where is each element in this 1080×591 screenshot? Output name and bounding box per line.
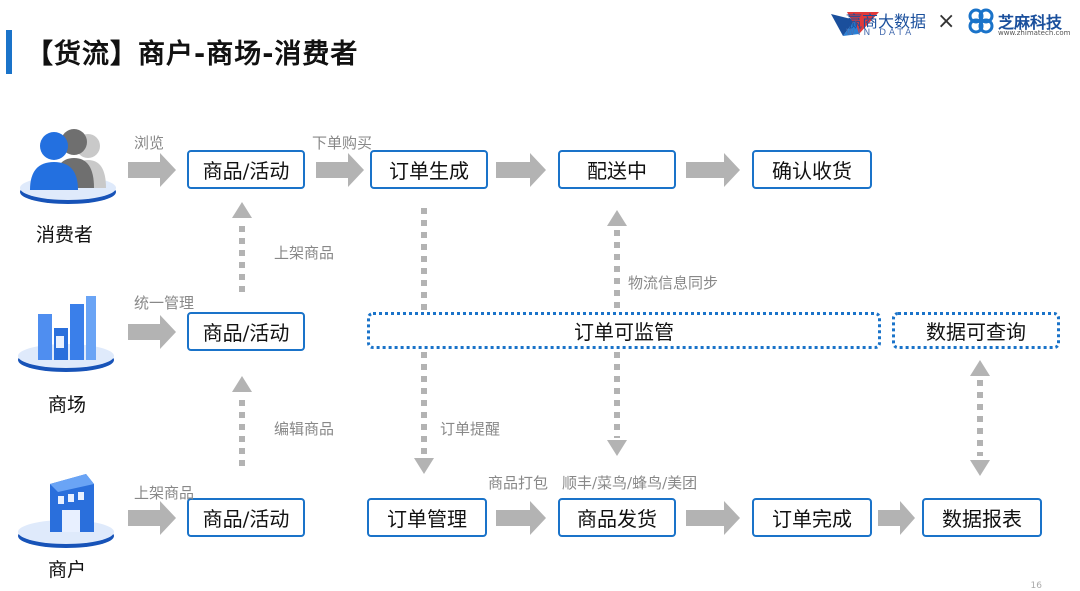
page-number: 16 (1030, 581, 1042, 591)
box-goods-shipping: 商品发货 (558, 498, 676, 537)
box-order-created: 订单生成 (370, 150, 488, 189)
box-order-management: 订单管理 (367, 498, 487, 537)
label-couriers: 顺丰/菜鸟/蜂鸟/美团 (562, 474, 698, 492)
box-delivering: 配送中 (558, 150, 676, 189)
arrow-up-head-1 (232, 202, 252, 218)
page-title: 【货流】商户-商场-消费者 (26, 39, 359, 70)
label-logistics-sync: 物流信息同步 (628, 274, 719, 292)
zhima-logo-name: 芝麻科技 (998, 13, 1063, 32)
arrow-down-head-order (414, 458, 434, 474)
box-confirm-receipt: 确认收货 (752, 150, 872, 189)
logo-separator: × (937, 9, 956, 34)
role-consumer: 消费者 (36, 224, 94, 246)
zhima-logo-url: www.zhimatech.com (998, 29, 1071, 37)
label-pack-goods: 商品打包 (488, 474, 549, 492)
label-browse: 浏览 (134, 134, 165, 152)
box-data-queryable: 数据可查询 (892, 312, 1060, 349)
label-unified-management: 统一管理 (134, 294, 195, 312)
arrow-to-complete (686, 501, 740, 535)
arrow-up-head-logistics (607, 210, 627, 226)
arrow-up-head-2 (232, 376, 252, 392)
arrow-to-delivering (496, 153, 546, 187)
merchant-shop-icon (18, 474, 114, 548)
box-order-complete: 订单完成 (752, 498, 872, 537)
label-list-goods-mall: 上架商品 (274, 244, 335, 262)
arrow-down-head-data (970, 460, 990, 476)
box-merchant-goods-activity: 商品/活动 (187, 498, 305, 537)
label-order-reminder: 订单提醒 (440, 420, 501, 438)
arrow-place-order (316, 153, 364, 187)
arrow-up-head-data (970, 360, 990, 376)
role-merchant: 商户 (48, 559, 87, 581)
box-data-report: 数据报表 (922, 498, 1042, 537)
arrow-down-head-logistics (607, 440, 627, 456)
zhima-logo-icon (968, 8, 994, 34)
arrow-browse (128, 153, 176, 187)
windata-logo-icon (831, 12, 879, 36)
label-place-order: 下单购买 (312, 134, 373, 152)
label-edit-goods: 编辑商品 (274, 420, 335, 438)
windata-logo-name: 赢商大数据 (846, 12, 927, 31)
arrow-pack-goods (496, 501, 546, 535)
role-mall: 商场 (48, 394, 87, 416)
box-consumer-goods-activity: 商品/活动 (187, 150, 305, 189)
title-accent-bar (6, 30, 12, 74)
mall-building-icon (18, 296, 114, 372)
box-order-supervisable: 订单可监管 (367, 312, 881, 349)
arrow-list-goods (128, 501, 176, 535)
windata-logo-subtitle: WIN DATA (846, 28, 915, 38)
arrow-unified-mgmt (128, 315, 176, 349)
consumer-people-icon (20, 129, 116, 204)
arrow-to-report (878, 501, 915, 535)
box-mall-goods-activity: 商品/活动 (187, 312, 305, 351)
label-list-goods-merchant: 上架商品 (134, 484, 195, 502)
arrow-to-confirm (686, 153, 740, 187)
